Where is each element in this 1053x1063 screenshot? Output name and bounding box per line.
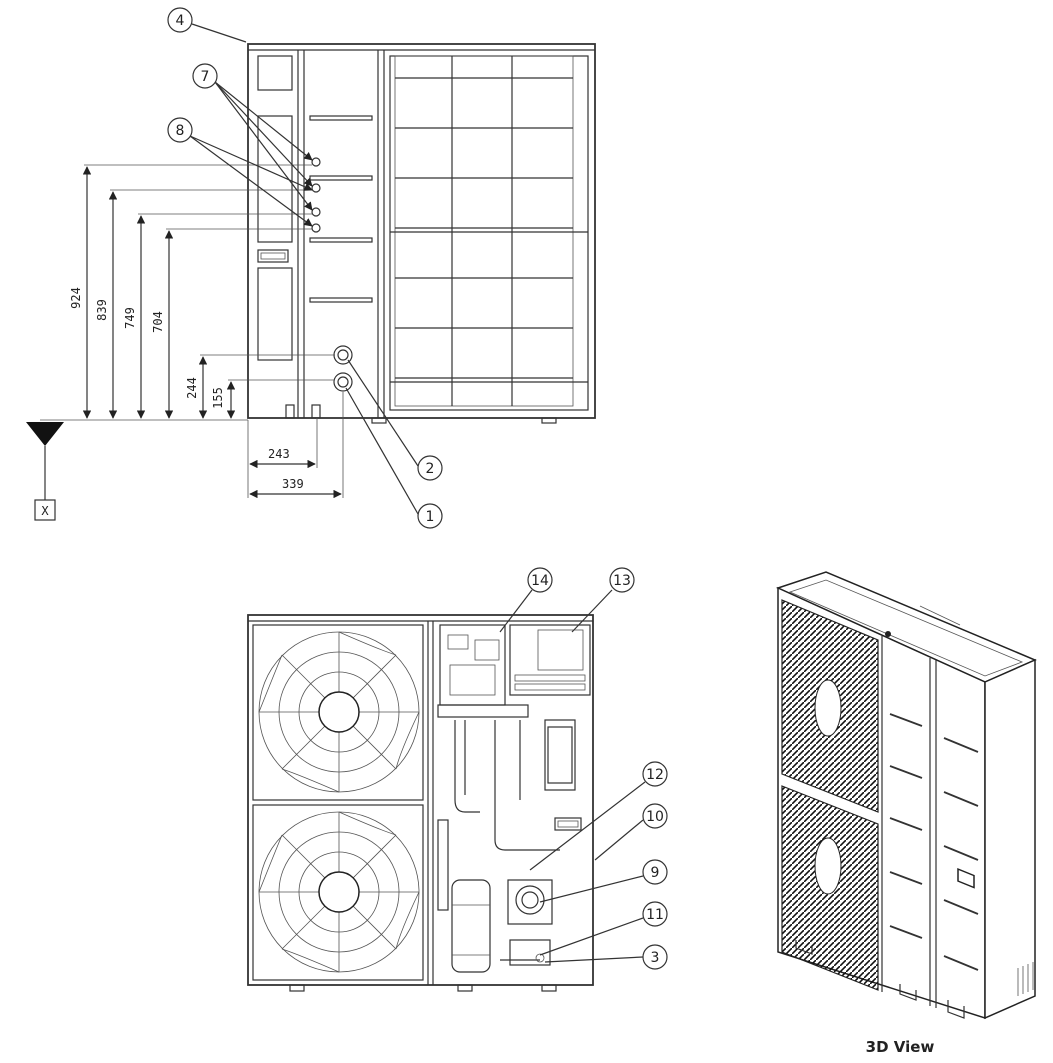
datum-triangle-icon — [26, 422, 64, 446]
svg-text:14: 14 — [531, 573, 549, 589]
callout-7: 7 — [192, 63, 313, 211]
callout-9: 9 — [539, 859, 668, 903]
compressor — [451, 879, 491, 973]
iso-handle — [957, 868, 975, 889]
svg-text:13: 13 — [613, 573, 631, 589]
callout-2: 2 — [347, 359, 443, 481]
upper-fan — [258, 631, 420, 793]
pump — [515, 885, 545, 915]
rear-body-outline — [247, 614, 594, 986]
internal-components — [437, 624, 591, 973]
callout-13: 13 — [571, 567, 635, 633]
callout-12: 12 — [529, 761, 668, 871]
dim-155: 155 — [211, 387, 225, 409]
refrigerant-ports — [311, 157, 321, 233]
dim-924: 924 — [69, 287, 83, 309]
iso-view: 3D View — [775, 571, 1037, 1056]
callout-4: 4 — [167, 7, 247, 43]
callout-14: 14 — [499, 567, 553, 633]
svg-text:7: 7 — [201, 69, 210, 85]
svg-text:9: 9 — [651, 865, 660, 881]
svg-text:8: 8 — [176, 123, 185, 139]
water-connections — [333, 345, 353, 392]
iso-upper-fan-hub — [814, 679, 842, 737]
rear-handle — [554, 817, 582, 831]
upper-fan-frame — [252, 624, 424, 801]
svg-text:2: 2 — [426, 461, 435, 477]
svg-text:12: 12 — [646, 767, 664, 783]
lower-fan-frame — [252, 804, 424, 981]
callout-11: 11 — [539, 901, 668, 956]
front-view: 924 839 749 704 244 155 243 339 X 4 7 — [26, 7, 596, 529]
callout-1: 1 — [345, 387, 443, 529]
iso-view-caption: 3D View — [866, 1038, 935, 1056]
dim-839: 839 — [95, 299, 109, 321]
dim-244: 244 — [185, 377, 199, 399]
iso-side-vents — [1017, 962, 1034, 996]
iso-louvers — [889, 713, 979, 971]
svg-text:11: 11 — [646, 907, 664, 923]
lower-fan — [258, 811, 420, 973]
svg-text:4: 4 — [176, 13, 185, 29]
front-body-outline — [247, 43, 596, 419]
datum-box — [34, 499, 56, 521]
front-grille — [389, 55, 589, 411]
front-handle — [257, 249, 289, 263]
callout-10: 10 — [594, 803, 668, 861]
dim-749: 749 — [123, 307, 137, 329]
svg-text:1: 1 — [426, 509, 435, 525]
dim-243: 243 — [268, 447, 290, 461]
svg-text:10: 10 — [646, 809, 664, 825]
rear-view: 14 13 12 10 9 11 3 — [247, 567, 668, 992]
svg-text:3: 3 — [651, 950, 660, 966]
callout-8: 8 — [167, 117, 313, 227]
dim-704: 704 — [151, 311, 165, 333]
dim-339: 339 — [282, 477, 304, 491]
terminal-block — [509, 624, 591, 696]
datum-label: X — [41, 504, 49, 518]
callout-3: 3 — [544, 944, 668, 970]
iso-lower-fan-hub — [814, 837, 842, 895]
